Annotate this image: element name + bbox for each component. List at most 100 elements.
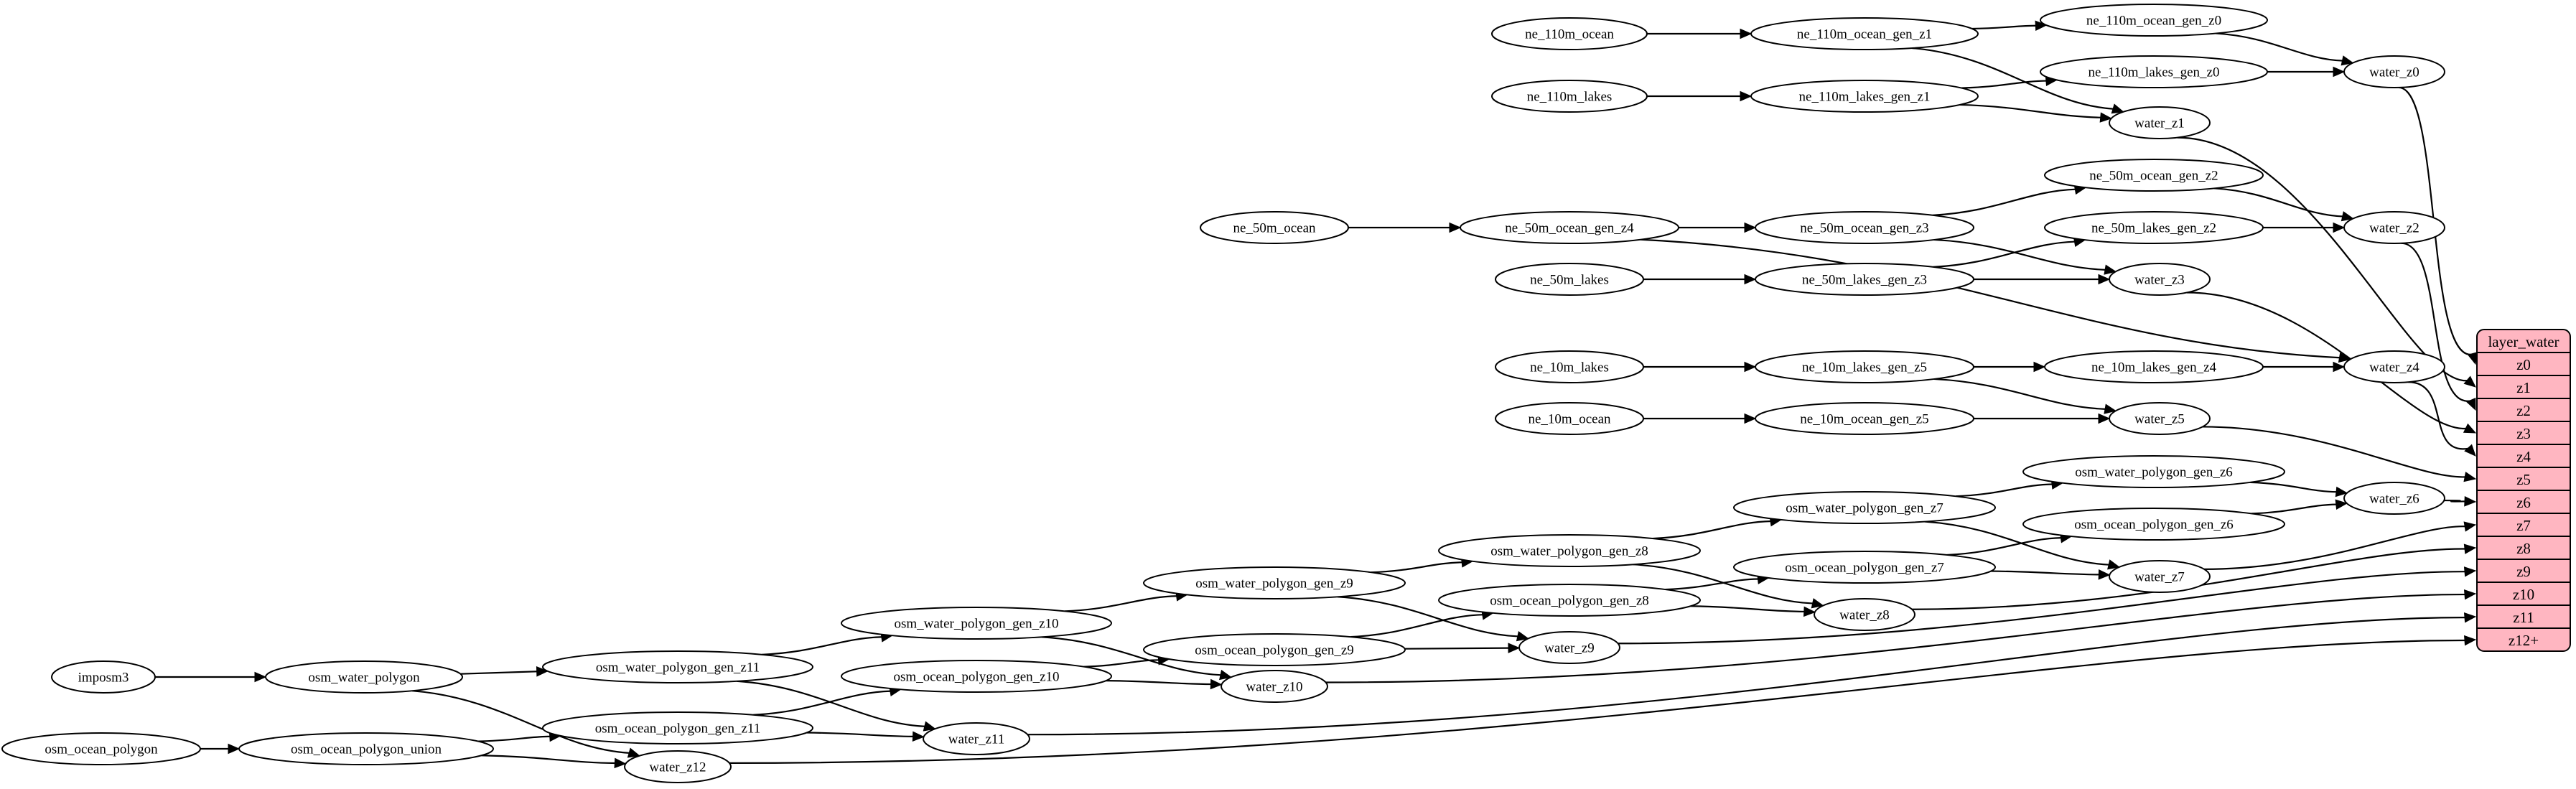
node-shape-osm_ocean_polygon[interactable] <box>1 732 201 765</box>
graph-node-ne_10m_ocean[interactable]: ne_10m_ocean <box>1495 402 1644 435</box>
node-shape-osm_ocean_polygon_gen_z7[interactable] <box>1733 551 1996 584</box>
graph-node-water_z9[interactable]: water_z9 <box>1518 631 1620 664</box>
graph-node-ne_110m_lakes_gen_z0[interactable]: ne_110m_lakes_gen_z0 <box>2040 55 2268 88</box>
graph-node-water_z7[interactable]: water_z7 <box>2109 560 2211 593</box>
graph-node-osm_water_polygon_gen_z7[interactable]: osm_water_polygon_gen_z7 <box>1733 491 1996 524</box>
graph-node-imposm3[interactable]: imposm3 <box>51 660 156 694</box>
graph-node-ne_10m_ocean_gen_z5[interactable]: ne_10m_ocean_gen_z5 <box>1755 402 1974 435</box>
node-shape-osm_water_polygon_gen_z6[interactable] <box>2022 455 2285 488</box>
graph-node-water_z6[interactable]: water_z6 <box>2343 482 2445 515</box>
node-shape-water_z8[interactable] <box>1814 598 1915 631</box>
node-shape-ne_50m_ocean[interactable] <box>1200 211 1349 244</box>
graph-node-osm_ocean_polygon_gen_z6[interactable]: osm_ocean_polygon_gen_z6 <box>2022 508 2285 541</box>
node-shape-water_z5[interactable] <box>2109 402 2211 435</box>
node-shape-ne_50m_lakes_gen_z2[interactable] <box>2044 211 2264 244</box>
graph-node-water_z5[interactable]: water_z5 <box>2109 402 2211 435</box>
graph-node-osm_water_polygon_gen_z8[interactable]: osm_water_polygon_gen_z8 <box>1438 534 1701 567</box>
graph-node-ne_50m_ocean[interactable]: ne_50m_ocean <box>1200 211 1349 244</box>
graph-node-osm_water_polygon_gen_z11[interactable]: osm_water_polygon_gen_z11 <box>542 650 813 683</box>
node-shape-water_z0[interactable] <box>2343 55 2445 88</box>
graph-node-water_z3[interactable]: water_z3 <box>2109 263 2211 296</box>
node-shape-ne_110m_lakes_gen_z1[interactable] <box>1750 80 1979 113</box>
graph-node-water_z1[interactable]: water_z1 <box>2109 106 2211 139</box>
node-shape-ne_10m_ocean_gen_z5[interactable] <box>1755 402 1974 435</box>
node-shape-water_z1[interactable] <box>2109 106 2211 139</box>
table-row-z5[interactable]: z5 <box>2477 467 2570 490</box>
node-shape-ne_10m_lakes_gen_z5[interactable] <box>1755 350 1974 383</box>
node-shape-osm_water_polygon_gen_z8[interactable] <box>1438 534 1701 567</box>
graph-node-ne_50m_lakes[interactable]: ne_50m_lakes <box>1495 263 1644 296</box>
node-shape-ne_110m_lakes[interactable] <box>1491 80 1648 113</box>
node-shape-ne_50m_lakes_gen_z3[interactable] <box>1755 263 1974 296</box>
graph-node-ne_110m_ocean_gen_z1[interactable]: ne_110m_ocean_gen_z1 <box>1750 17 1979 50</box>
graph-node-osm_ocean_polygon_gen_z11[interactable]: osm_ocean_polygon_gen_z11 <box>542 711 813 744</box>
node-shape-water_z7[interactable] <box>2109 560 2211 593</box>
table-row-z8[interactable]: z8 <box>2477 536 2570 559</box>
node-shape-ne_10m_lakes_gen_z4[interactable] <box>2044 350 2264 383</box>
table-row-z11[interactable]: z11 <box>2477 605 2570 628</box>
graph-node-water_z8[interactable]: water_z8 <box>1814 598 1915 631</box>
table-row-z4[interactable]: z4 <box>2477 444 2570 467</box>
graph-node-ne_110m_lakes[interactable]: ne_110m_lakes <box>1491 80 1648 113</box>
node-shape-water_z12[interactable] <box>624 750 732 783</box>
node-shape-imposm3[interactable] <box>51 660 156 694</box>
table-row-z0[interactable]: z0 <box>2477 353 2570 375</box>
graph-node-osm_water_polygon_gen_z6[interactable]: osm_water_polygon_gen_z6 <box>2022 455 2285 488</box>
graph-node-ne_10m_lakes_gen_z4[interactable]: ne_10m_lakes_gen_z4 <box>2044 350 2264 383</box>
table-row-z9[interactable]: z9 <box>2477 559 2570 582</box>
node-shape-osm_water_polygon_gen_z9[interactable] <box>1143 566 1406 599</box>
node-shape-osm_ocean_polygon_gen_z10[interactable] <box>841 660 1112 693</box>
node-shape-osm_water_polygon_gen_z11[interactable] <box>542 650 813 683</box>
table-row-z6[interactable]: z6 <box>2477 490 2570 513</box>
table-row-z10[interactable]: z10 <box>2477 582 2570 605</box>
graph-node-ne_50m_ocean_gen_z4[interactable]: ne_50m_ocean_gen_z4 <box>1460 211 1679 244</box>
node-shape-ne_110m_ocean[interactable] <box>1491 17 1648 50</box>
node-shape-ne_110m_lakes_gen_z0[interactable] <box>2040 55 2268 88</box>
node-shape-water_z4[interactable] <box>2343 350 2445 383</box>
graph-node-ne_50m_lakes_gen_z2[interactable]: ne_50m_lakes_gen_z2 <box>2044 211 2264 244</box>
graph-node-ne_50m_lakes_gen_z3[interactable]: ne_50m_lakes_gen_z3 <box>1755 263 1974 296</box>
graph-node-ne_50m_ocean_gen_z2[interactable]: ne_50m_ocean_gen_z2 <box>2044 159 2264 192</box>
graph-node-osm_ocean_polygon_union[interactable]: osm_ocean_polygon_union <box>238 732 494 765</box>
graph-node-water_z12[interactable]: water_z12 <box>624 750 732 783</box>
node-shape-ne_50m_ocean_gen_z2[interactable] <box>2044 159 2264 192</box>
node-shape-osm_ocean_polygon_gen_z8[interactable] <box>1438 584 1701 617</box>
node-shape-ne_10m_ocean[interactable] <box>1495 402 1644 435</box>
node-shape-ne_50m_ocean_gen_z3[interactable] <box>1755 211 1974 244</box>
table-row-z3[interactable]: z3 <box>2477 421 2570 444</box>
graph-node-ne_110m_lakes_gen_z1[interactable]: ne_110m_lakes_gen_z1 <box>1750 80 1979 113</box>
node-shape-water_z2[interactable] <box>2343 211 2445 244</box>
graph-node-ne_50m_ocean_gen_z3[interactable]: ne_50m_ocean_gen_z3 <box>1755 211 1974 244</box>
graph-node-osm_water_polygon[interactable]: osm_water_polygon <box>265 660 463 694</box>
graph-node-water_z2[interactable]: water_z2 <box>2343 211 2445 244</box>
node-shape-ne_110m_ocean_gen_z1[interactable] <box>1750 17 1979 50</box>
node-shape-osm_ocean_polygon_union[interactable] <box>238 732 494 765</box>
node-shape-osm_water_polygon_gen_z7[interactable] <box>1733 491 1996 524</box>
node-shape-water_z10[interactable] <box>1221 670 1328 703</box>
node-shape-ne_110m_ocean_gen_z0[interactable] <box>2040 4 2268 37</box>
graph-node-water_z4[interactable]: water_z4 <box>2343 350 2445 383</box>
graph-node-osm_ocean_polygon_gen_z9[interactable]: osm_ocean_polygon_gen_z9 <box>1143 633 1406 666</box>
graph-node-osm_ocean_polygon[interactable]: osm_ocean_polygon <box>1 732 201 765</box>
node-shape-water_z3[interactable] <box>2109 263 2211 296</box>
graph-node-osm_ocean_polygon_gen_z8[interactable]: osm_ocean_polygon_gen_z8 <box>1438 584 1701 617</box>
graph-node-ne_10m_lakes_gen_z5[interactable]: ne_10m_lakes_gen_z5 <box>1755 350 1974 383</box>
graph-node-ne_110m_ocean_gen_z0[interactable]: ne_110m_ocean_gen_z0 <box>2040 4 2268 37</box>
node-shape-water_z6[interactable] <box>2343 482 2445 515</box>
node-shape-osm_water_polygon_gen_z10[interactable] <box>841 607 1112 640</box>
graph-node-ne_110m_ocean[interactable]: ne_110m_ocean <box>1491 17 1648 50</box>
graph-node-water_z10[interactable]: water_z10 <box>1221 670 1328 703</box>
graph-node-osm_water_polygon_gen_z10[interactable]: osm_water_polygon_gen_z10 <box>841 607 1112 640</box>
node-shape-ne_50m_ocean_gen_z4[interactable] <box>1460 211 1679 244</box>
node-shape-ne_50m_lakes[interactable] <box>1495 263 1644 296</box>
graph-node-water_z11[interactable]: water_z11 <box>923 722 1030 755</box>
table-row-z1[interactable]: z1 <box>2477 375 2570 398</box>
node-shape-osm_water_polygon[interactable] <box>265 660 463 694</box>
node-shape-osm_ocean_polygon_gen_z9[interactable] <box>1143 633 1406 666</box>
table-row-z2[interactable]: z2 <box>2477 398 2570 421</box>
node-shape-osm_ocean_polygon_gen_z11[interactable] <box>542 711 813 744</box>
node-shape-water_z11[interactable] <box>923 722 1030 755</box>
graph-node-ne_10m_lakes[interactable]: ne_10m_lakes <box>1495 350 1644 383</box>
table-row-z7[interactable]: z7 <box>2477 513 2570 536</box>
node-shape-ne_10m_lakes[interactable] <box>1495 350 1644 383</box>
